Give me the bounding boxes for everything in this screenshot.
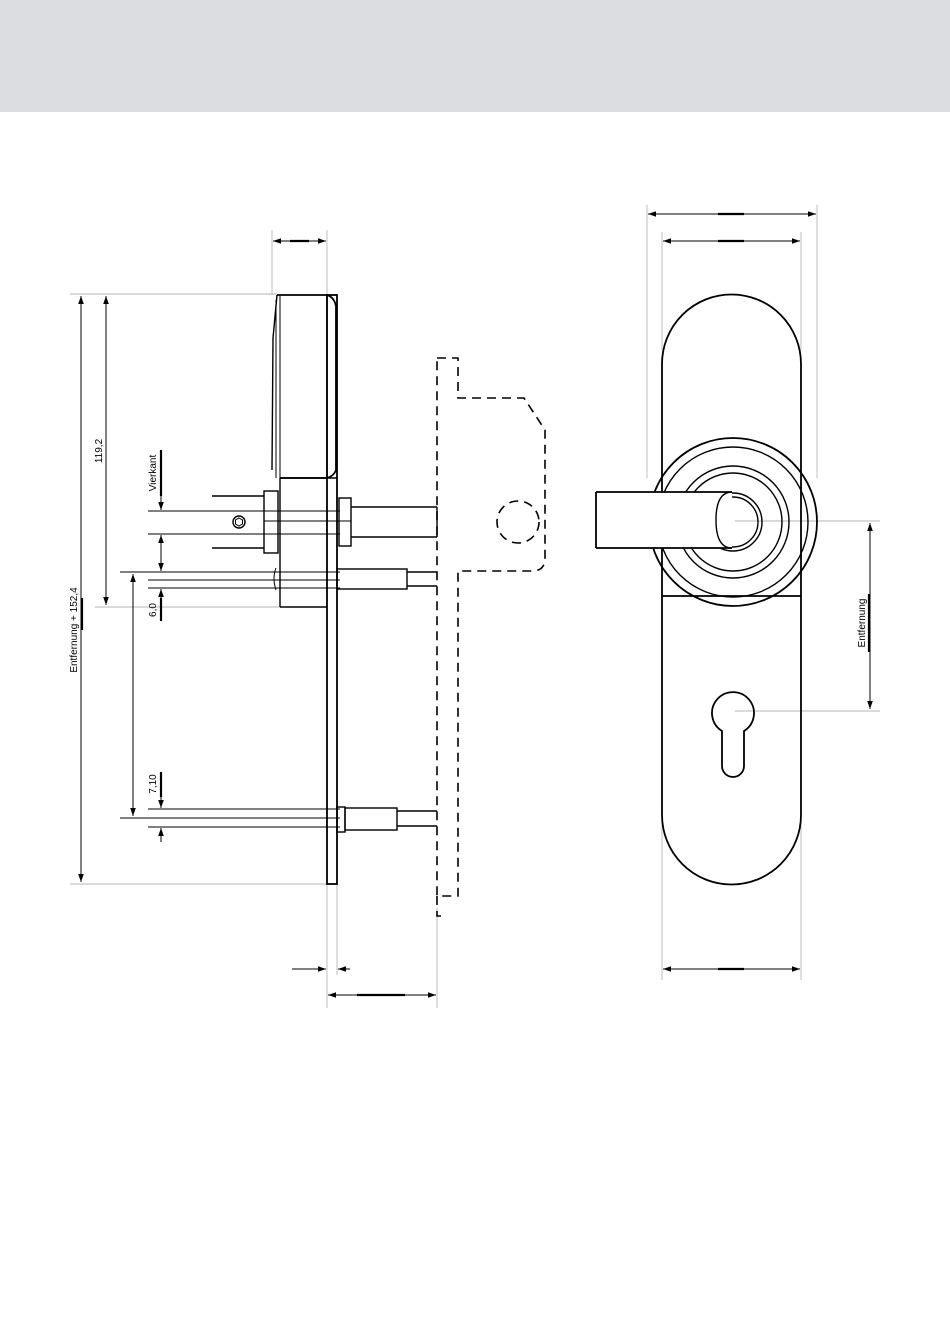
upper-fixing-bolt (274, 568, 437, 590)
spindle-bushing (212, 491, 437, 553)
grub-screw (233, 516, 245, 528)
side-view: Entfernung + 152,4 119,2 Vierkant 6,0 7,… (69, 230, 545, 1008)
dim-label-height-upper: 119,2 (94, 438, 105, 463)
side-dimensions (81, 241, 436, 995)
escutcheon-plate (280, 295, 337, 884)
front-dimensions (648, 214, 870, 969)
lever-handle (596, 492, 732, 548)
dim-label-entfernung: Entfernung (857, 599, 868, 648)
front-view: Entfernung (596, 205, 880, 980)
lock-body-dashed (437, 358, 545, 916)
dim-label-offset-lower: 6,0 (148, 603, 159, 617)
dim-label-entfernung-total: Entfernung + 152,4 (69, 587, 80, 673)
dim-label-vierkant: Vierkant (148, 455, 159, 492)
side-extension-lines (70, 230, 437, 1008)
dim-label-pin-spacing: 7,10 (148, 774, 159, 794)
lower-fixing-bolt (337, 807, 437, 832)
cylinder-keyhole (712, 692, 754, 777)
